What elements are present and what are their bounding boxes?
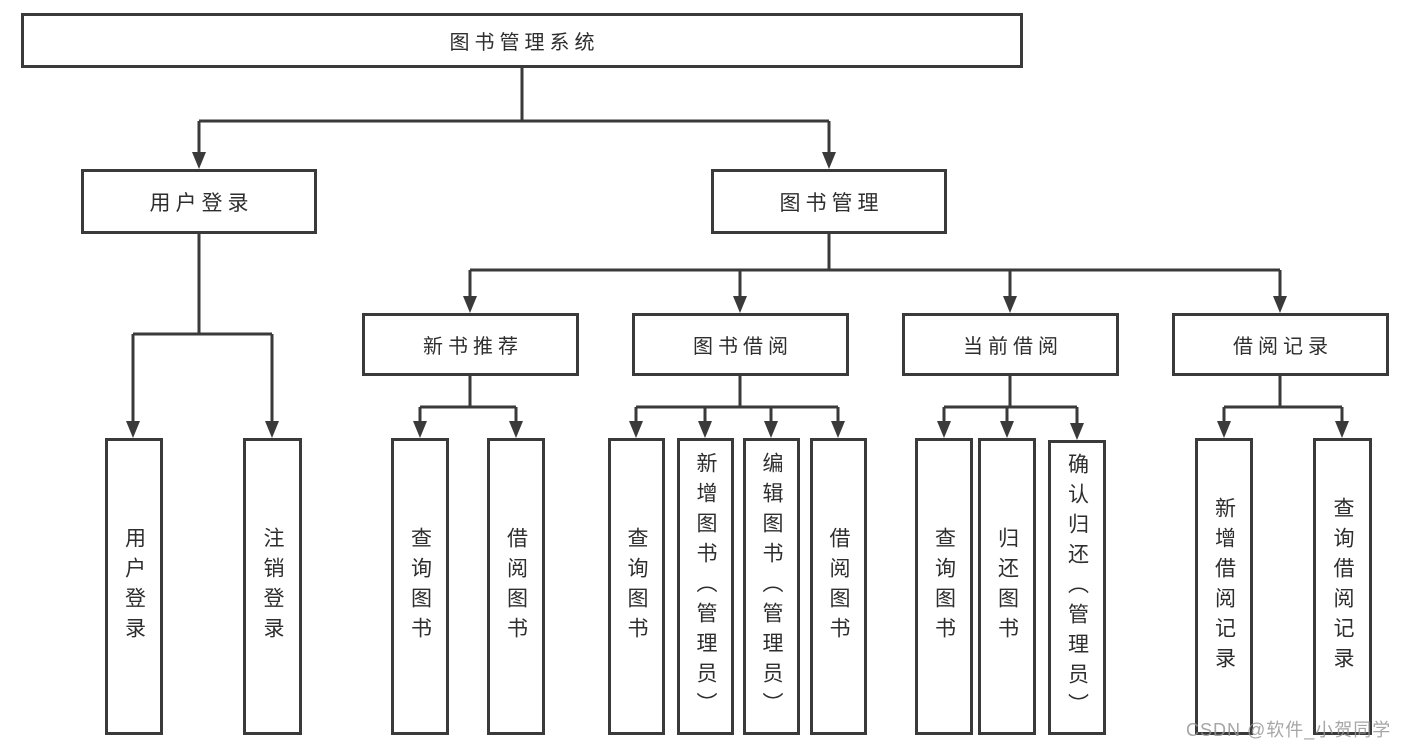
node-leaf-bb-borrow-book-label: 借阅图书 xyxy=(827,526,850,647)
node-leaf-nbr-borrow-book: 借阅图书 xyxy=(487,438,545,735)
node-user-login-label: 用户登录 xyxy=(149,191,254,215)
node-leaf-bb-edit-book: 编辑图书（管理员） xyxy=(743,438,800,735)
node-leaf-cb-query-book-label: 查询图书 xyxy=(932,526,956,647)
node-root-label: 图书管理系统 xyxy=(449,32,600,54)
node-leaf-bb-borrow-book: 借阅图书 xyxy=(810,438,867,735)
node-leaf-cb-confirm-return-label: 确认归还（管理员） xyxy=(1065,452,1089,723)
node-leaf-logout-label: 注销登录 xyxy=(261,526,284,647)
node-current-borrow: 当前借阅 xyxy=(902,313,1119,376)
node-user-login: 用户登录 xyxy=(81,169,317,234)
node-leaf-cb-query-book: 查询图书 xyxy=(915,438,973,735)
node-new-book-recommend: 新书推荐 xyxy=(362,313,579,376)
node-book-management-label: 图书管理 xyxy=(779,191,884,215)
node-leaf-br-add-record-label: 新增借阅记录 xyxy=(1212,496,1236,677)
node-book-borrow-label: 图书借阅 xyxy=(693,336,793,358)
csdn-watermark: CSDN @软件_小贺同学 xyxy=(1186,720,1392,740)
node-book-management: 图书管理 xyxy=(711,169,947,234)
node-leaf-bb-add-book-label: 新增图书（管理员） xyxy=(694,451,717,722)
node-borrow-record: 借阅记录 xyxy=(1172,313,1389,376)
node-leaf-bb-query-book-label: 查询图书 xyxy=(625,526,648,647)
node-borrow-record-label: 借阅记录 xyxy=(1233,336,1333,358)
node-leaf-nbr-borrow-book-label: 借阅图书 xyxy=(504,526,528,647)
node-leaf-logout: 注销登录 xyxy=(243,438,302,735)
node-current-borrow-label: 当前借阅 xyxy=(963,336,1063,358)
node-leaf-br-query-record-label: 查询借阅记录 xyxy=(1331,496,1354,677)
node-leaf-bb-edit-book-label: 编辑图书（管理员） xyxy=(760,451,783,722)
node-leaf-nbr-query-book: 查询图书 xyxy=(391,438,449,735)
node-leaf-cb-confirm-return: 确认归还（管理员） xyxy=(1048,440,1106,735)
arrowheads xyxy=(126,152,1349,440)
node-new-book-recommend-label: 新书推荐 xyxy=(423,336,523,358)
node-leaf-br-query-record: 查询借阅记录 xyxy=(1313,438,1372,735)
node-leaf-user-login-label: 用户登录 xyxy=(122,526,146,647)
node-root: 图书管理系统 xyxy=(21,13,1023,68)
node-leaf-bb-add-book: 新增图书（管理员） xyxy=(677,438,734,735)
node-leaf-nbr-query-book-label: 查询图书 xyxy=(408,526,432,647)
node-book-borrow: 图书借阅 xyxy=(632,313,849,376)
node-leaf-user-login: 用户登录 xyxy=(105,438,163,735)
node-leaf-cb-return-book-label: 归还图书 xyxy=(995,526,1019,647)
node-leaf-bb-query-book: 查询图书 xyxy=(608,438,665,735)
node-leaf-cb-return-book: 归还图书 xyxy=(978,438,1036,735)
node-leaf-br-add-record: 新增借阅记录 xyxy=(1195,438,1253,735)
